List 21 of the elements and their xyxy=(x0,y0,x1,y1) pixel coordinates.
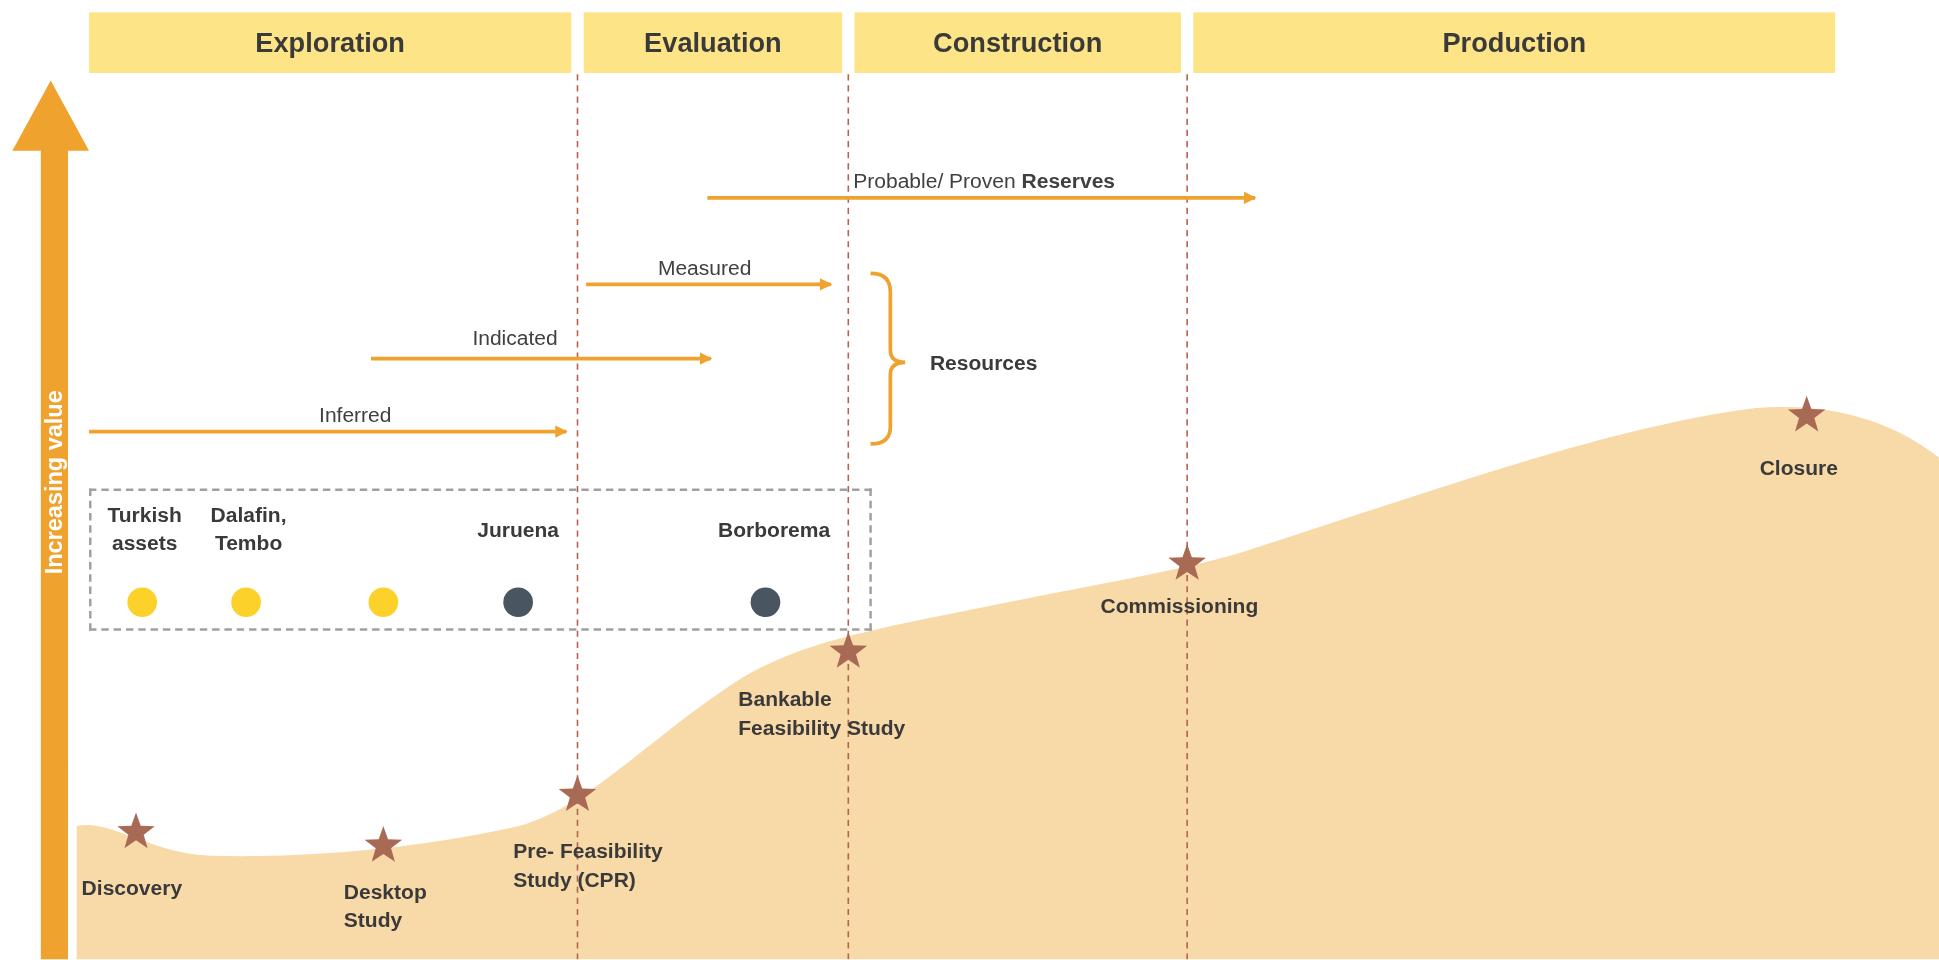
phase-header: Production xyxy=(1193,12,1836,73)
range-label: Measured xyxy=(657,255,752,282)
milestone-label: Commissioning xyxy=(1100,593,1259,621)
milestone-label: Pre- Feasibility Study (CPR) xyxy=(513,838,664,894)
range-label: Probable/ Proven Reserves xyxy=(853,168,1116,195)
phase-header: Construction xyxy=(854,12,1181,73)
phase-header: Exploration xyxy=(89,12,572,73)
milestone-label: Closure xyxy=(1759,455,1838,482)
range-label: Inferred xyxy=(319,402,392,429)
milestone-label: Discovery xyxy=(81,875,183,903)
project-box xyxy=(89,488,872,631)
phase-header: Evaluation xyxy=(583,12,843,73)
milestone-label: Desktop Study xyxy=(343,879,428,935)
project-name: Turkish assets xyxy=(106,502,183,558)
bracket-label: Resources xyxy=(929,350,1038,377)
milestone-label: Bankable Feasibility Study xyxy=(738,686,907,742)
project-name: Juruena xyxy=(476,517,560,544)
range-label: Indicated xyxy=(472,325,558,352)
axis-label: Increasing value xyxy=(40,390,69,575)
project-name: Dalafin, Tembo xyxy=(209,502,288,558)
project-name: Borborema xyxy=(717,517,832,544)
